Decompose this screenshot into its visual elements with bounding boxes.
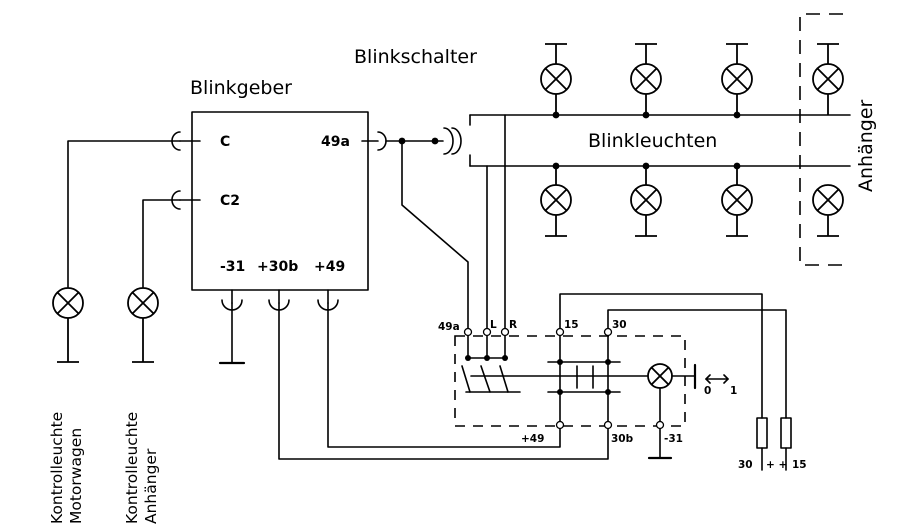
fuses <box>756 417 792 471</box>
wire-49a <box>401 140 469 333</box>
label-terminal-plus49: +49 <box>314 259 345 275</box>
connector-49a <box>361 127 462 155</box>
label-terminal-minus31: -31 <box>220 259 245 275</box>
label-switch-30: 30 <box>612 319 627 331</box>
label-switch-15: 15 <box>564 319 579 331</box>
label-kontrolleuchte-mw-2: Motorwagen <box>67 428 85 524</box>
label-terminal-49a: 49a <box>321 134 350 150</box>
switch-assembly <box>454 327 729 460</box>
label-terminal-c2: C2 <box>220 193 240 209</box>
label-switch-minus31: -31 <box>664 433 683 445</box>
blinkgeber-box <box>191 111 369 291</box>
wire-30 <box>607 309 787 419</box>
label-kontrolleuchte-an-2: Anhänger <box>142 448 160 524</box>
label-terminal-c: C <box>220 134 230 150</box>
lamp-bus <box>469 114 851 333</box>
wire-15 <box>559 293 763 419</box>
lamp-top-1 <box>540 43 572 115</box>
lamp-top-trailer <box>812 43 844 115</box>
connector-plus30b <box>268 289 609 460</box>
label-fuse-15: 15 <box>792 459 807 471</box>
lamp-bottom-2 <box>630 166 662 237</box>
label-switch-plus49: +49 <box>521 433 544 445</box>
label-blinkschalter: Blinkschalter <box>354 46 477 68</box>
label-blinkgeber: Blinkgeber <box>190 77 292 99</box>
control-lamp-motorwagen <box>52 287 84 363</box>
connector-c <box>67 131 201 288</box>
lamp-top-3 <box>721 43 753 115</box>
trailer-dashed-box <box>799 13 843 266</box>
label-switch-49a: 49a <box>438 321 460 333</box>
lamp-top-2 <box>630 43 662 115</box>
label-kontrolleuchte-mw-1: Kontrolleuchte <box>48 412 66 524</box>
label-anhaenger: Anhänger <box>855 99 877 192</box>
lamp-bottom-3 <box>721 166 753 237</box>
label-switch-r: R <box>509 319 517 331</box>
connector-minus31 <box>218 289 246 365</box>
connector-plus49 <box>317 289 561 448</box>
lamp-bottom-trailer <box>812 184 844 237</box>
label-switch-pos1: 1 <box>730 385 737 397</box>
lamp-bottom-1 <box>540 166 572 237</box>
control-lamp-anhaenger <box>127 287 159 363</box>
label-kontrolleuchte-an-1: Kontrolleuchte <box>123 412 141 524</box>
label-switch-l: L <box>490 319 497 331</box>
label-fuse-plus: + + <box>766 459 787 471</box>
label-fuse-30: 30 <box>738 459 753 471</box>
label-switch-pos0: 0 <box>704 385 711 397</box>
label-switch-30b: 30b <box>611 433 634 445</box>
label-terminal-plus30b: +30b <box>257 259 298 275</box>
connector-c2 <box>142 190 201 288</box>
label-blinkleuchten: Blinkleuchten <box>588 130 717 152</box>
